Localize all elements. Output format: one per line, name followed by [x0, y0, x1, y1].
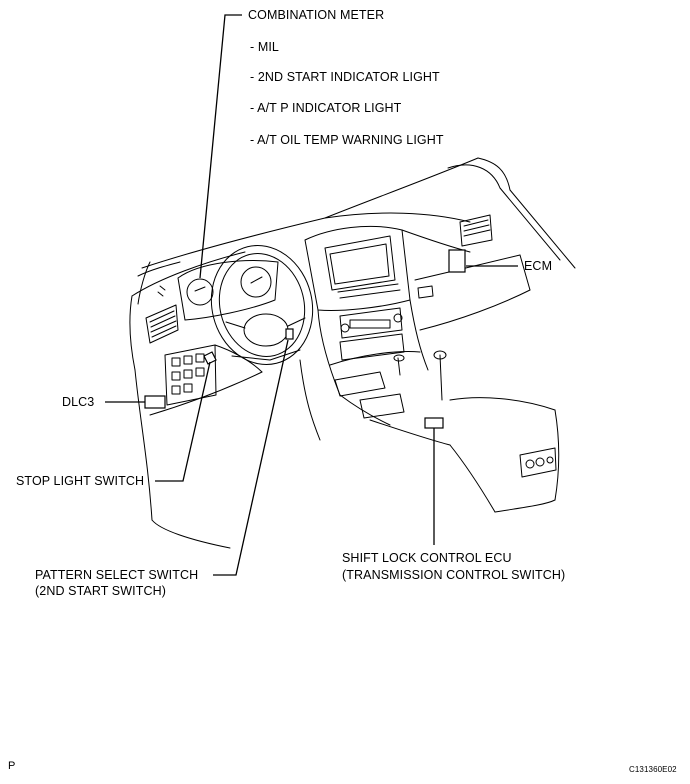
shift-lock-label-line2: (TRANSMISSION CONTROL SWITCH) — [342, 568, 566, 582]
pattern-select-label-line1: PATTERN SELECT SWITCH — [35, 568, 199, 582]
meter-cluster — [177, 260, 279, 321]
stop-light-switch-label: STOP LIGHT SWITCH — [16, 474, 145, 488]
ecm-label: ECM — [524, 259, 553, 273]
lower-dashboard — [149, 344, 321, 549]
left-switch-panel — [164, 344, 217, 406]
center-console — [329, 350, 560, 513]
combination-meter-label: COMBINATION METER — [248, 8, 385, 22]
stop-light-switch-unit — [203, 351, 217, 365]
left-vent — [129, 285, 179, 521]
dlc3-label: DLC3 — [62, 395, 95, 409]
meter-item-2nd-start: - 2ND START INDICATOR LIGHT — [250, 70, 440, 84]
center-stack — [304, 225, 429, 396]
figure-code: C131360E02 — [629, 765, 677, 774]
shift-lock-label-line1: SHIFT LOCK CONTROL ECU — [342, 551, 512, 565]
meter-item-mil: - MIL — [250, 40, 279, 54]
ecm-unit — [448, 249, 466, 273]
steering-wheel — [210, 245, 314, 365]
meter-item-at-p: - A/T P INDICATOR LIGHT — [250, 101, 402, 115]
meter-item-oil-temp: - A/T OIL TEMP WARNING LIGHT — [250, 133, 444, 147]
combination-meter-leader — [199, 14, 242, 279]
right-dashboard — [401, 214, 531, 331]
pattern-select-leader — [213, 339, 289, 576]
dlc3-connector — [144, 395, 166, 409]
footer-letter: P — [8, 760, 16, 772]
shift-lock-ecu-unit — [424, 417, 444, 429]
pattern-select-label-line2: (2ND START SWITCH) — [35, 584, 166, 598]
windshield-frame — [324, 157, 576, 269]
dashboard-top — [131, 212, 471, 305]
stop-light-switch-leader — [155, 361, 211, 482]
